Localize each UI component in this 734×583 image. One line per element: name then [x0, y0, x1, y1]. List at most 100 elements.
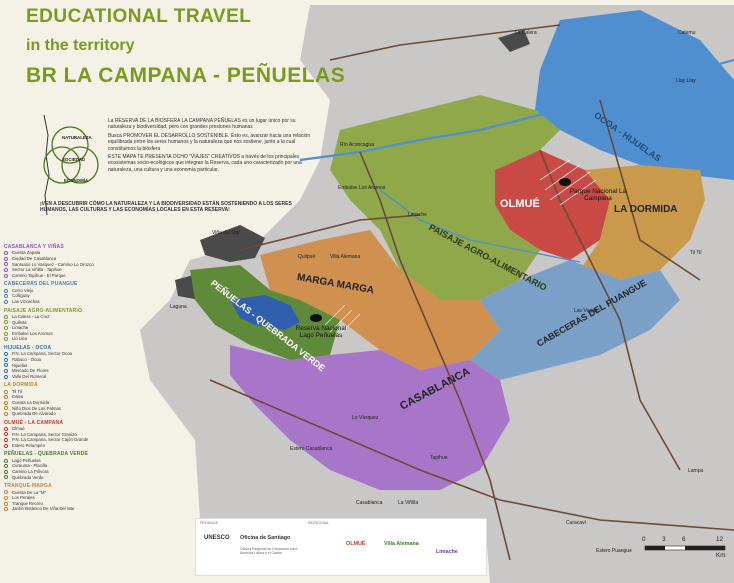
legend-item-label: Quebrada Verde — [12, 474, 44, 480]
intro-call-to-action: ¡VEN A DESCUBRIR CÓMO LA NATURALEZA Y LA… — [40, 201, 292, 214]
legend-dot-icon — [4, 438, 8, 443]
legend-item: Embalse Los Aromos — [4, 331, 154, 337]
legend-item: La Calera - La Cruz — [4, 314, 154, 320]
region-label-olmue: OLMUÉ — [500, 198, 540, 210]
town-label: Lo Vásquez — [352, 415, 379, 421]
legend-item: Estero Pelumpén — [4, 443, 154, 449]
park-label-campana: Parque Nacional La Campana — [569, 188, 627, 203]
legend-dot-icon — [4, 331, 8, 336]
town-label: Lampa — [688, 468, 704, 474]
town-label: Río Aconcagua — [340, 142, 374, 148]
legend-dot-icon — [4, 273, 8, 278]
intro-paragraph: Busca PROMOVER EL DESARROLLO SOSTENIBLE.… — [108, 132, 311, 152]
legend-item-label: Lago Peñuelas — [12, 457, 41, 463]
venn-icon — [43, 126, 99, 184]
legend-item: Cerro Viejo — [4, 288, 154, 294]
legend-heading: TRANQUE-MARGA — [4, 483, 52, 490]
legend-item: Colliguay — [4, 293, 154, 299]
legend-item: P.N. La Campana, Sector Ocoa — [4, 351, 154, 357]
legend-item-label: Llo Lleo — [12, 336, 28, 342]
legend-item-label: Santuario Lo Vasquez - Camino Lo Orozco — [12, 261, 94, 267]
town-label: Catemu — [678, 30, 696, 36]
legend-dot-icon — [4, 458, 8, 463]
town-label: Tapihue — [430, 455, 448, 461]
intro-paragraph: ESTE MAPA TE PRESENTA OCHO "VIAJES" CREA… — [108, 154, 302, 173]
legend-heading: CASABLANCA Y VIÑAS — [4, 244, 64, 250]
legend-dot-icon — [4, 443, 8, 448]
legend-item: Lago Peñuelas — [4, 458, 154, 464]
villa-alemana-logo: Villa Alemana — [384, 541, 419, 547]
legend-item-label: Tranque Recreo — [12, 500, 43, 506]
sponsor-logos: PRODUCE PATROCINA UNESCO Oficina de Sant… — [195, 518, 487, 576]
intro-text: La RESERVA DE LA BIOSFERA LA CAMPANA PEÑ… — [108, 118, 313, 175]
town-label: Quilpué — [298, 254, 316, 260]
legend-item: Llo Lleo — [4, 336, 154, 342]
legend-item-label: Estero Pelumpén — [12, 442, 45, 448]
legend-item-label: Sector La Viñilla - Tapihue — [12, 267, 62, 273]
legend-item-label: Cerro Viejo — [12, 287, 34, 293]
legend-item: Tranque Recreo — [4, 501, 154, 507]
legend-item-label: Olmué — [12, 426, 25, 432]
legend-item-label: Mercado De Flores — [12, 368, 49, 374]
legend-dot-icon — [4, 464, 8, 469]
legend-item: Curauma - Placilla — [4, 463, 154, 469]
legend-item: Sector La Viñilla - Tapihue — [4, 267, 154, 273]
legend-item-label: Embalse Los Aromos — [12, 330, 53, 336]
legend-item: Jardín Botánico De Viña Del Mar — [4, 506, 154, 512]
town-label: Curacaví — [566, 520, 587, 526]
legend-dot-icon — [4, 400, 8, 405]
legend-item-label: Los Perales — [12, 495, 35, 501]
town-label: Estero Casablanca — [290, 446, 333, 452]
legend-item: Los Perales — [4, 495, 154, 501]
legend-item-label: Jardín Botánico De Viña Del Mar — [12, 506, 75, 512]
legend-item: Quebrada Verde — [4, 475, 154, 481]
legend-item: Cuesta Zapata — [4, 250, 154, 256]
town-label: Til Til — [690, 250, 702, 256]
park-marker-campana — [559, 178, 571, 186]
river-aconcagua — [299, 58, 734, 162]
park-marker-penuelas — [310, 314, 322, 322]
legend-item-label: Limache — [12, 325, 29, 331]
logo-caption-produce: PRODUCE — [200, 521, 218, 525]
legend-item: Hijuelas — [4, 363, 154, 369]
town-label: Las Vegas — [574, 308, 598, 314]
town-label: La Calera — [515, 30, 537, 36]
legend-dot-icon — [4, 507, 8, 512]
legend-item: P.N. La Campana, Sector Cajón Grande — [4, 437, 154, 443]
legend-item: Ciudad De Casablanca — [4, 256, 154, 262]
town-label: Villa Alemana — [330, 254, 361, 260]
chile-outline-icon — [43, 114, 50, 216]
park-label-penuelas: Reserva Nacional Lago Peñuelas — [295, 325, 347, 340]
scale-label: 3 — [662, 536, 666, 543]
region-dormida — [580, 165, 705, 280]
legend-dot-icon — [4, 406, 8, 411]
venn-label-sociedad: SOCIEDAD — [62, 157, 86, 162]
legend-dot-icon — [4, 363, 8, 368]
legend-item-label: Caleu — [12, 394, 24, 400]
river-estero — [379, 189, 581, 263]
legend-item: Camino Tapihue - El Parque — [4, 273, 154, 279]
legend-item: Valle Del Romeral — [4, 374, 154, 380]
region-olmue — [495, 150, 610, 260]
legend-heading: HIJUELAS - OCOA — [4, 344, 52, 351]
town-label: Embalse Los Aromos — [338, 185, 386, 191]
legend-item-label: Cuesta La Dormida — [12, 399, 50, 405]
region-marga — [260, 230, 500, 370]
legend-item-label: Valle Del Romeral — [12, 373, 47, 379]
town-label: Limache — [408, 212, 427, 218]
lake-penuelas — [230, 295, 300, 330]
legend-item: Til Til — [4, 389, 154, 395]
title-line-3: BR LA CAMPANA - PEÑUELAS — [26, 64, 346, 87]
region-casablanca — [230, 345, 510, 490]
legend-item-label: La Calera - La Cruz — [12, 313, 50, 319]
legend-item: Las Vizcachas — [4, 299, 154, 305]
town-label: Laguna — [170, 304, 187, 310]
legend-heading: PAISAJE AGRO-ALIMENTARIO — [4, 307, 83, 314]
legend-item-label: P.N. La Campana, Sector Cajón Grande — [12, 437, 89, 443]
legend-item: Olmué — [4, 426, 154, 432]
legend-dot-icon — [4, 426, 8, 431]
legend-dot-icon — [4, 337, 8, 342]
legend-dot-icon — [4, 395, 8, 400]
legend-dot-icon — [4, 325, 8, 330]
